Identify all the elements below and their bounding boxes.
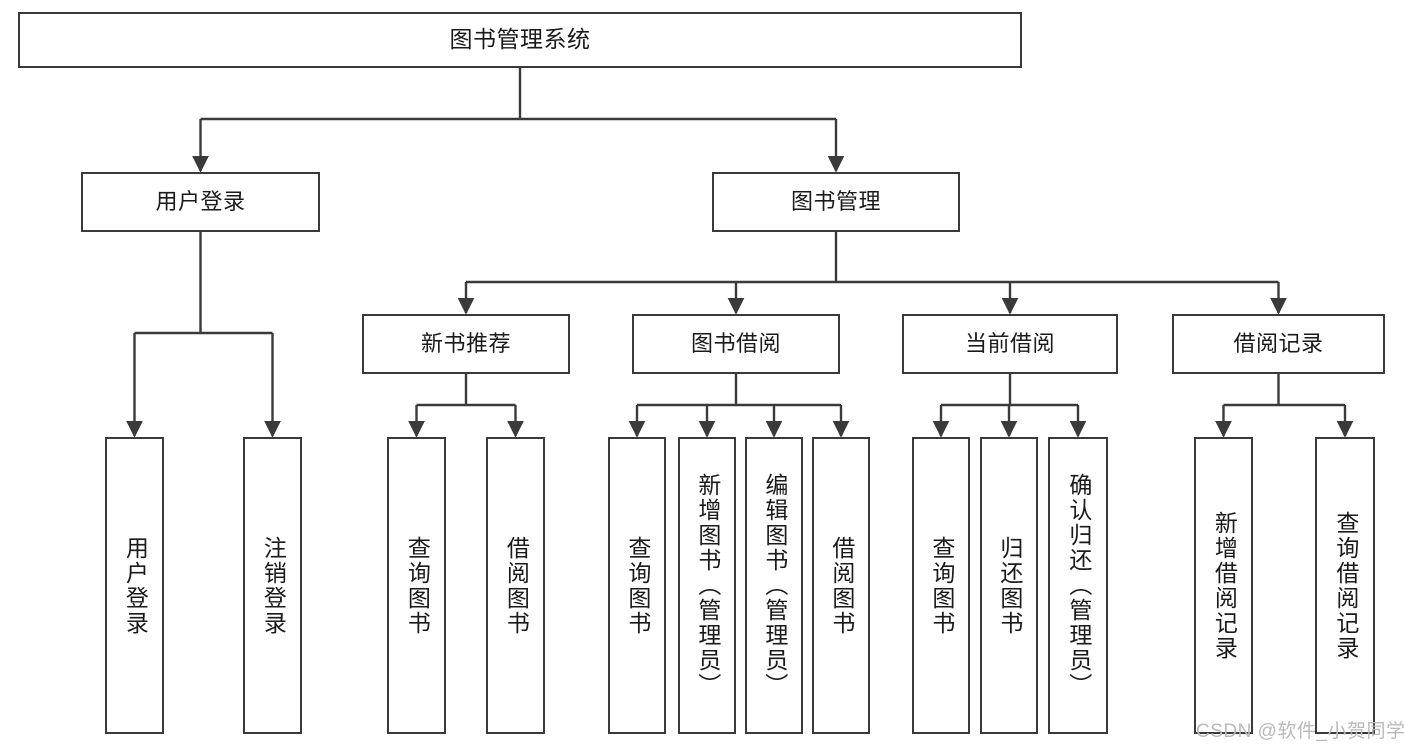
leaf-return-book-label: 归还图书 [996,535,1023,636]
leaf-user-login[interactable]: 用户登录 [105,437,164,734]
node-new-book-recommend-label: 新书推荐 [420,331,511,357]
node-root[interactable]: 图书管理系统 [18,12,1022,68]
leaf-confirm-return-admin[interactable]: 确认归还（管理员） [1048,437,1108,734]
node-current-borrow[interactable]: 当前借阅 [902,314,1118,374]
leaf-query-book-borrow[interactable]: 查询图书 [608,437,666,734]
leaf-add-borrow-record[interactable]: 新增借阅记录 [1194,437,1253,734]
leaf-query-book-rec-label: 查询图书 [404,535,431,636]
node-root-label: 图书管理系统 [449,26,591,53]
node-book-borrow-label: 图书借阅 [690,331,781,357]
leaf-query-book-current[interactable]: 查询图书 [912,437,970,734]
leaf-borrow-book-label: 借阅图书 [828,535,855,636]
leaf-edit-book-admin[interactable]: 编辑图书（管理员） [745,437,803,734]
csdn-watermark: CSDN @软件_小贺同学 [1196,721,1405,742]
leaf-return-book[interactable]: 归还图书 [980,437,1038,734]
leaf-query-book-borrow-label: 查询图书 [624,535,651,636]
node-new-book-recommend[interactable]: 新书推荐 [362,314,570,374]
leaf-logout-label: 注销登录 [260,535,287,636]
leaf-edit-book-admin-label: 编辑图书（管理员） [761,473,788,698]
leaf-query-borrow-record-label: 查询借阅记录 [1332,510,1359,661]
leaf-query-borrow-record[interactable]: 查询借阅记录 [1315,437,1375,734]
leaf-borrow-book-rec-label: 借阅图书 [503,535,530,636]
leaf-user-login-label: 用户登录 [122,535,149,636]
node-book-management[interactable]: 图书管理 [712,172,960,232]
node-borrow-record-label: 借阅记录 [1233,331,1324,357]
leaf-confirm-return-admin-label: 确认归还（管理员） [1065,473,1092,698]
node-book-management-label: 图书管理 [790,189,881,215]
node-book-borrow[interactable]: 图书借阅 [632,314,840,374]
leaf-borrow-book[interactable]: 借阅图书 [812,437,870,734]
leaf-query-book-current-label: 查询图书 [928,535,955,636]
node-current-borrow-label: 当前借阅 [964,331,1055,357]
leaf-add-book-admin-label: 新增图书（管理员） [694,473,721,698]
node-borrow-record[interactable]: 借阅记录 [1172,314,1385,374]
node-user-login[interactable]: 用户登录 [81,172,320,232]
leaf-query-book-rec[interactable]: 查询图书 [387,437,446,734]
leaf-borrow-book-rec[interactable]: 借阅图书 [486,437,545,734]
leaf-logout[interactable]: 注销登录 [243,437,302,734]
leaf-add-book-admin[interactable]: 新增图书（管理员） [678,437,736,734]
node-user-login-label: 用户登录 [155,189,246,215]
leaf-add-borrow-record-label: 新增借阅记录 [1211,510,1238,661]
